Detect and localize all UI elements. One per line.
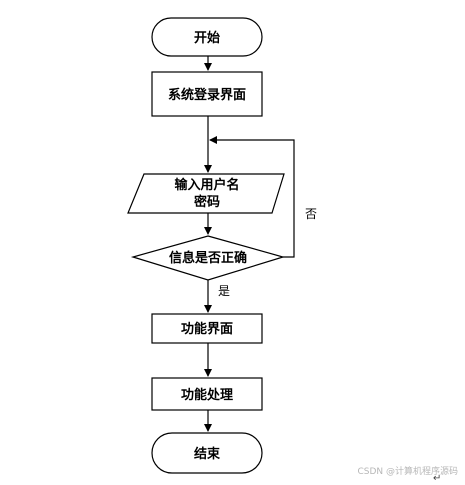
login-screen-node: 系统登录界面: [151, 71, 263, 117]
function-process-shape: [151, 377, 263, 411]
input-node: 输入用户名 密码: [127, 173, 285, 214]
function-screen-label: 功能界面: [181, 321, 233, 337]
input-shape: [127, 173, 285, 214]
end-node: 结束: [151, 432, 263, 474]
start-label: 开始: [194, 30, 220, 46]
end-shape: [151, 432, 263, 474]
start-node: 开始: [151, 17, 263, 57]
connectors: [204, 56, 295, 432]
login-screen-shape: [151, 71, 263, 117]
no-branch-label: 否: [305, 207, 317, 221]
decision-label: 信息是否正确: [169, 250, 247, 266]
yes-branch-label: 是: [218, 284, 230, 298]
input-label-line2: 密码: [193, 194, 220, 210]
function-process-label: 功能处理: [181, 387, 233, 403]
input-label-line1: 输入用户名: [174, 177, 239, 193]
end-label: 结束: [194, 446, 221, 462]
function-screen-node: 功能界面: [151, 313, 263, 344]
return-mark-icon: ↵: [433, 473, 441, 484]
watermark: CSDN @计算机程序源码: [357, 465, 458, 477]
function-process-node: 功能处理: [151, 377, 263, 411]
login-screen-label: 系统登录界面: [168, 87, 246, 103]
start-shape: [151, 17, 263, 57]
decision-node: 信息是否正确: [130, 235, 286, 281]
decision-shape: [130, 235, 286, 281]
function-screen-shape: [151, 313, 263, 344]
arrow-decision-no-loop: [209, 136, 295, 258]
